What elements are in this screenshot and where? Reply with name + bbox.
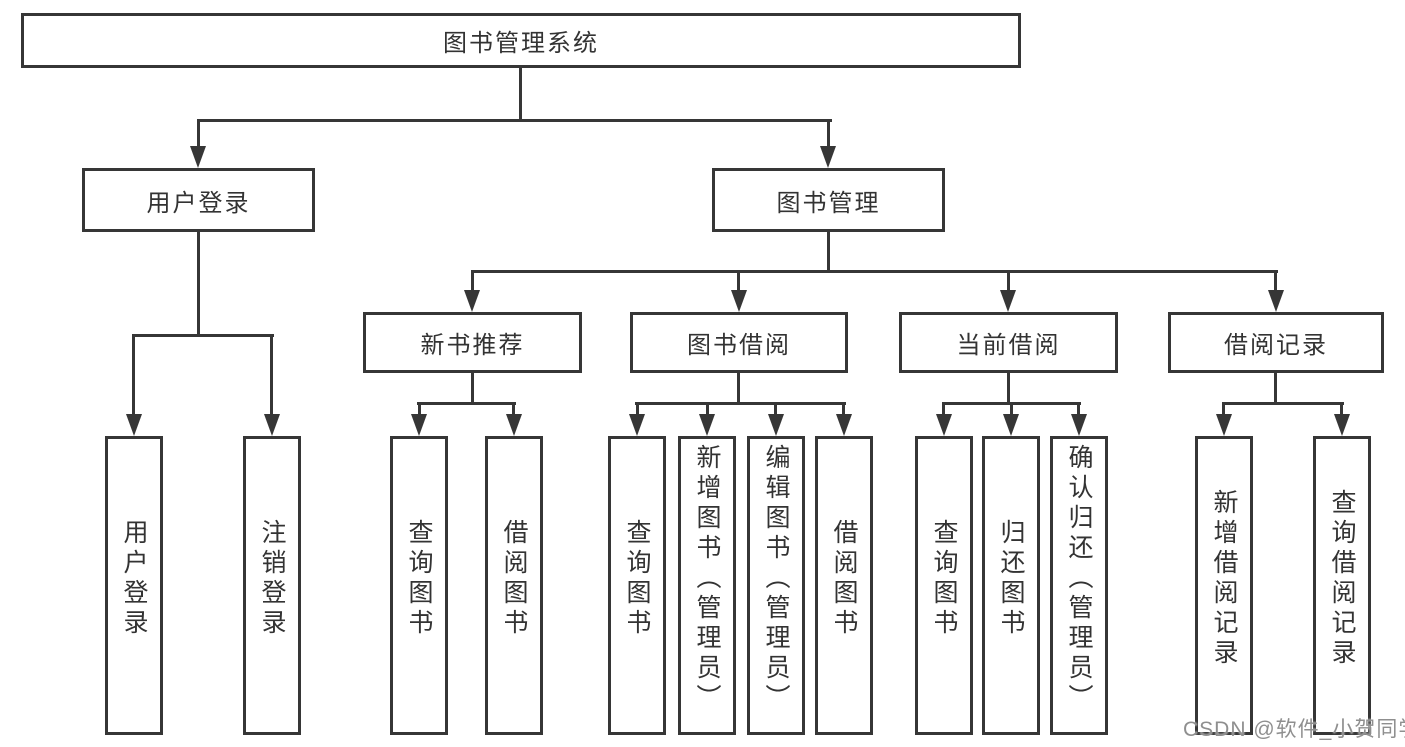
connector-line	[636, 402, 639, 416]
arrow-down-icon	[411, 414, 427, 436]
connector-line	[827, 119, 830, 148]
arrow-down-icon	[768, 414, 784, 436]
connector-line	[417, 402, 516, 405]
arrow-down-icon	[1216, 414, 1232, 436]
arrow-down-icon	[629, 414, 645, 436]
arrow-down-icon	[936, 414, 952, 436]
arrow-down-icon	[264, 414, 280, 436]
connector-line	[1274, 371, 1277, 404]
leaf-add-borrow-record: 新增借阅记录	[1195, 436, 1253, 735]
connector-line	[512, 402, 515, 416]
arrow-down-icon	[190, 146, 206, 168]
connector-line	[1222, 402, 1344, 405]
connector-line	[737, 371, 740, 404]
arrow-down-icon	[1268, 290, 1284, 312]
connector-line	[519, 68, 522, 122]
connector-line	[1010, 402, 1013, 416]
arrow-down-icon	[464, 290, 480, 312]
leaf-borrow-books: 借阅图书	[815, 436, 873, 735]
node-user-login: 用户登录	[82, 168, 315, 232]
connector-line	[197, 230, 200, 336]
leaf-query-borrow-record: 查询借阅记录	[1313, 436, 1371, 735]
arrow-down-icon	[1071, 414, 1087, 436]
connector-line	[132, 334, 274, 337]
connector-line	[942, 402, 945, 416]
connector-line	[827, 230, 830, 273]
node-current-borrow: 当前借阅	[899, 312, 1118, 373]
connector-line	[1340, 402, 1343, 416]
connector-line	[471, 270, 1278, 273]
connector-line	[132, 334, 135, 416]
connector-line	[197, 119, 200, 148]
leaf-query-books-recommend: 查询图书	[390, 436, 448, 735]
leaf-user-login: 用户登录	[105, 436, 163, 735]
connector-line	[706, 402, 709, 416]
connector-line	[842, 402, 845, 416]
leaf-edit-book-admin: 编辑图书（管理员）	[747, 436, 805, 735]
arrow-down-icon	[820, 146, 836, 168]
connector-line	[774, 402, 777, 416]
leaf-return-book: 归还图书	[982, 436, 1040, 735]
leaf-add-book-admin: 新增图书（管理员）	[678, 436, 736, 735]
connector-line	[1007, 371, 1010, 404]
node-root: 图书管理系统	[21, 13, 1021, 68]
leaf-logout: 注销登录	[243, 436, 301, 735]
leaf-query-books-borrow: 查询图书	[608, 436, 666, 735]
arrow-down-icon	[126, 414, 142, 436]
node-new-book-recommend: 新书推荐	[363, 312, 582, 373]
leaf-borrow-books-recommend: 借阅图书	[485, 436, 543, 735]
watermark-text: CSDN @软件_小贺同学	[1183, 718, 1405, 741]
connector-line	[1077, 402, 1080, 416]
leaf-confirm-return-admin: 确认归还（管理员）	[1050, 436, 1108, 735]
arrow-down-icon	[506, 414, 522, 436]
connector-line	[418, 402, 421, 416]
connector-line	[270, 334, 273, 416]
arrow-down-icon	[731, 290, 747, 312]
connector-line	[1222, 402, 1225, 416]
connector-line	[471, 270, 474, 292]
arrow-down-icon	[1334, 414, 1350, 436]
node-book-management: 图书管理	[712, 168, 945, 232]
connector-line	[471, 371, 474, 404]
arrow-down-icon	[699, 414, 715, 436]
connector-line	[737, 270, 740, 292]
connector-line	[635, 402, 846, 405]
arrow-down-icon	[836, 414, 852, 436]
connector-line	[1007, 270, 1010, 292]
connector-line	[1274, 270, 1277, 292]
node-borrow-records: 借阅记录	[1168, 312, 1384, 373]
arrow-down-icon	[1003, 414, 1019, 436]
leaf-query-books-current: 查询图书	[915, 436, 973, 735]
node-book-borrow: 图书借阅	[630, 312, 848, 373]
arrow-down-icon	[1000, 290, 1016, 312]
connector-line	[197, 119, 832, 122]
